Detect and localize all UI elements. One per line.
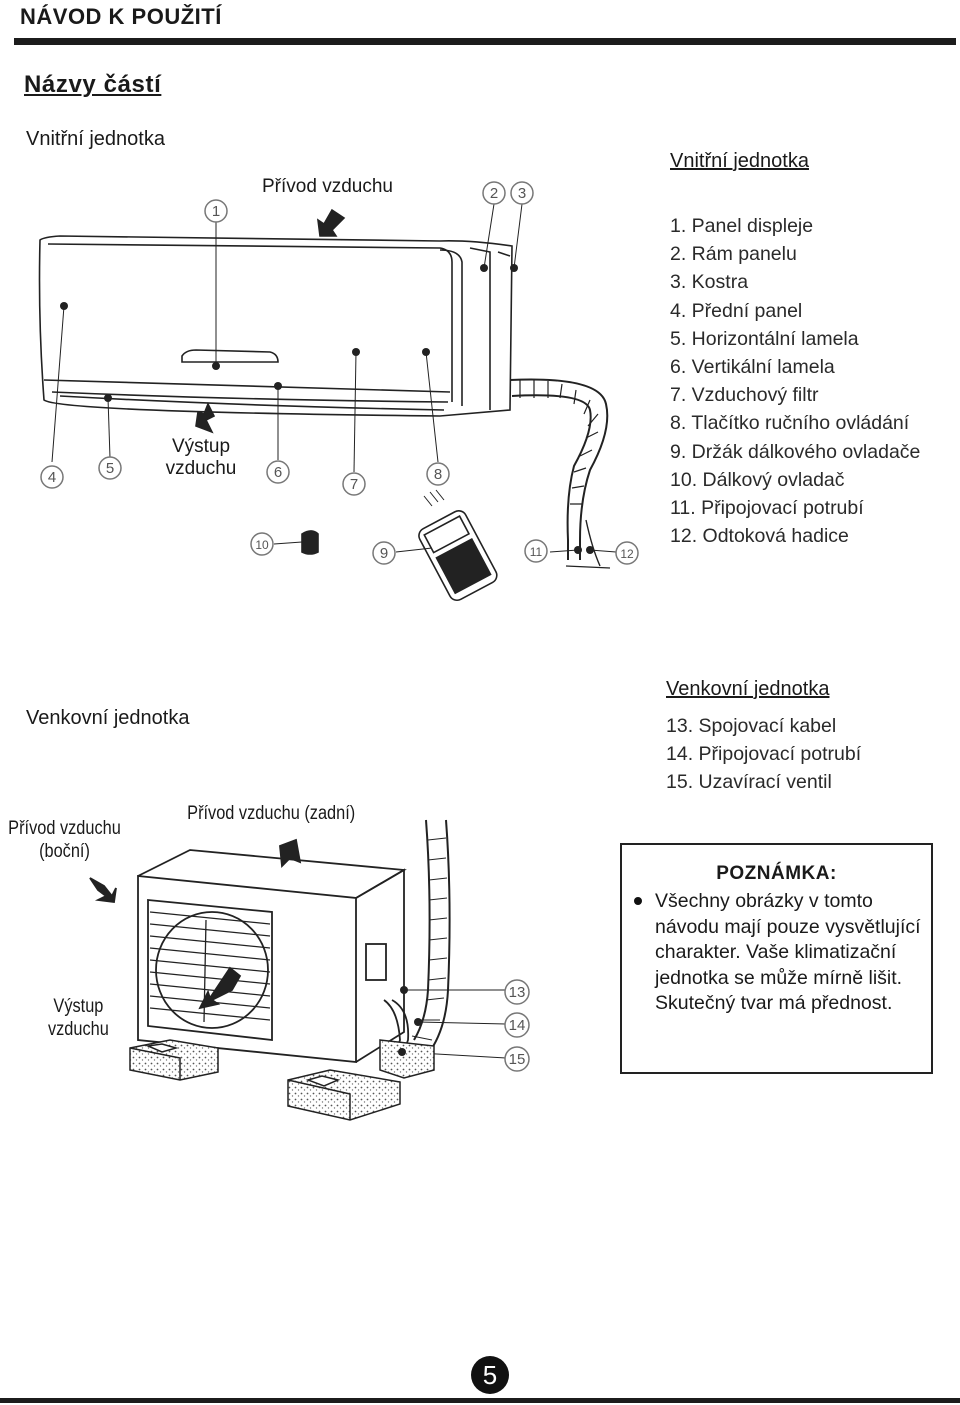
list-item: 12. Odtoková hadice bbox=[670, 525, 849, 548]
callout-number: 8 bbox=[434, 466, 442, 483]
outdoor-rear-intake-label: Přívod vzduchu (zadní) bbox=[187, 803, 356, 824]
list-item: 6. Vertikální lamela bbox=[670, 355, 835, 378]
indoor-parts-list-heading: Vnitřní jednotka bbox=[670, 150, 809, 172]
callout-number: 11 bbox=[530, 545, 543, 559]
list-item: 9. Držák dálkového ovladače bbox=[670, 440, 921, 463]
note-box: POZNÁMKA: Všechny obrázky v tomto návodu… bbox=[620, 843, 933, 1074]
indoor-unit-illustration: 1 2 3 4 5 6 7 8 9 10 11 12 bbox=[38, 181, 639, 602]
callout-marker bbox=[426, 462, 450, 486]
list-item: 14. Připojovací potrubí bbox=[666, 743, 862, 766]
footer-rule bbox=[0, 1398, 960, 1403]
callout-number: 13 bbox=[509, 984, 526, 1001]
outdoor-air-outlet-label: Výstup vzduchu bbox=[47, 996, 109, 1040]
page-number: 5 bbox=[471, 1356, 509, 1394]
callout-number: 5 bbox=[106, 460, 114, 477]
indoor-air-outlet-label: Výstup vzduchu bbox=[165, 436, 237, 479]
callout-number: 9 bbox=[380, 545, 388, 562]
list-item: 3. Kostra bbox=[670, 271, 749, 294]
bullet-icon bbox=[634, 897, 642, 905]
callout-marker bbox=[250, 532, 274, 556]
section-title: Názvy částí bbox=[24, 71, 162, 98]
list-item: 11. Připojovací potrubí bbox=[670, 496, 864, 519]
list-item: 5. Horizontální lamela bbox=[670, 327, 859, 350]
note-title: POZNÁMKA: bbox=[716, 863, 837, 884]
indoor-unit-heading: Vnitřní jednotka bbox=[26, 128, 165, 150]
callout-marker bbox=[40, 465, 64, 489]
callout-marker bbox=[524, 539, 548, 563]
callout-marker bbox=[510, 181, 534, 205]
callout-number: 3 bbox=[518, 185, 526, 202]
indoor-parts-list: 1. Panel displeje 2. Rám panelu 3. Kostr… bbox=[670, 212, 920, 550]
callout-number: 14 bbox=[509, 1017, 526, 1034]
callout-number: 4 bbox=[48, 469, 56, 486]
callout-number: 6 bbox=[274, 464, 282, 481]
callout-number: 7 bbox=[350, 476, 358, 493]
callout-number: 15 bbox=[509, 1051, 526, 1068]
outdoor-side-intake-label: Přívod vzduchu (boční) bbox=[8, 818, 121, 862]
note-text: Všechny obrázky v tomto návodu mají pouz… bbox=[655, 890, 921, 1014]
header-rule bbox=[14, 38, 956, 45]
list-item: 13. Spojovací kabel bbox=[666, 715, 837, 737]
callout-marker bbox=[615, 541, 639, 565]
callout-marker bbox=[372, 541, 396, 565]
callout-number: 2 bbox=[490, 185, 498, 202]
list-item: 10. Dálkový ovladač bbox=[670, 468, 845, 491]
callout-number: 10 bbox=[255, 538, 269, 552]
callout-number: 1 bbox=[212, 203, 220, 220]
list-item: 2. Rám panelu bbox=[670, 243, 797, 266]
list-item: 8. Tlačítko ručního ovládání bbox=[670, 412, 910, 435]
document-header-title: NÁVOD K POUŽITÍ bbox=[20, 4, 222, 29]
outdoor-parts-list: 13. Spojovací kabel 14. Připojovací potr… bbox=[666, 712, 861, 797]
list-item: 7. Vzduchový filtr bbox=[670, 384, 819, 407]
outdoor-unit-illustration: 13 14 15 bbox=[89, 819, 530, 1121]
list-item: 4. Přední panel bbox=[670, 299, 803, 322]
callout-number: 12 bbox=[620, 547, 634, 561]
outdoor-unit-heading: Venkovní jednotka bbox=[26, 707, 190, 729]
list-item: 15. Uzavírací ventil bbox=[666, 771, 832, 794]
outdoor-parts-list-heading: Venkovní jednotka bbox=[666, 678, 830, 700]
list-item: 1. Panel displeje bbox=[670, 215, 814, 237]
callout-marker bbox=[342, 472, 366, 496]
callout-marker bbox=[504, 979, 530, 1005]
callout-marker bbox=[266, 460, 290, 484]
callout-marker bbox=[504, 1046, 530, 1072]
indoor-air-intake-label: Přívod vzduchu bbox=[262, 176, 393, 197]
callout-marker bbox=[504, 1012, 530, 1038]
callout-marker bbox=[204, 199, 228, 223]
callout-marker bbox=[98, 456, 122, 480]
callout-marker bbox=[482, 181, 506, 205]
